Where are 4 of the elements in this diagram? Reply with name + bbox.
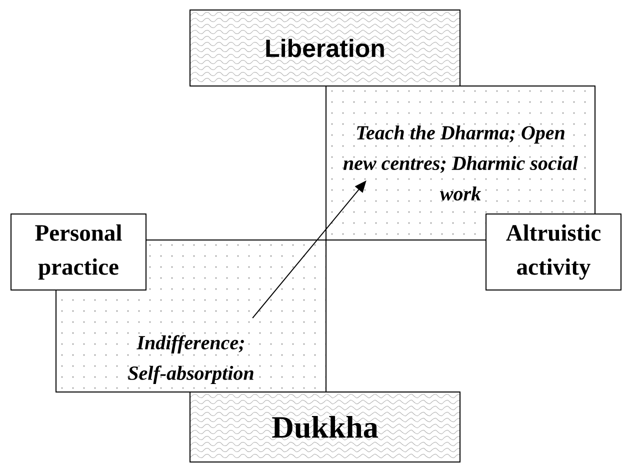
axis-label-box: Personal practice — [10, 214, 146, 290]
axis-label-box: Altruistic activity — [486, 214, 622, 290]
heading-box: Liberation — [190, 10, 460, 86]
heading-box: Dukkha — [190, 392, 460, 462]
